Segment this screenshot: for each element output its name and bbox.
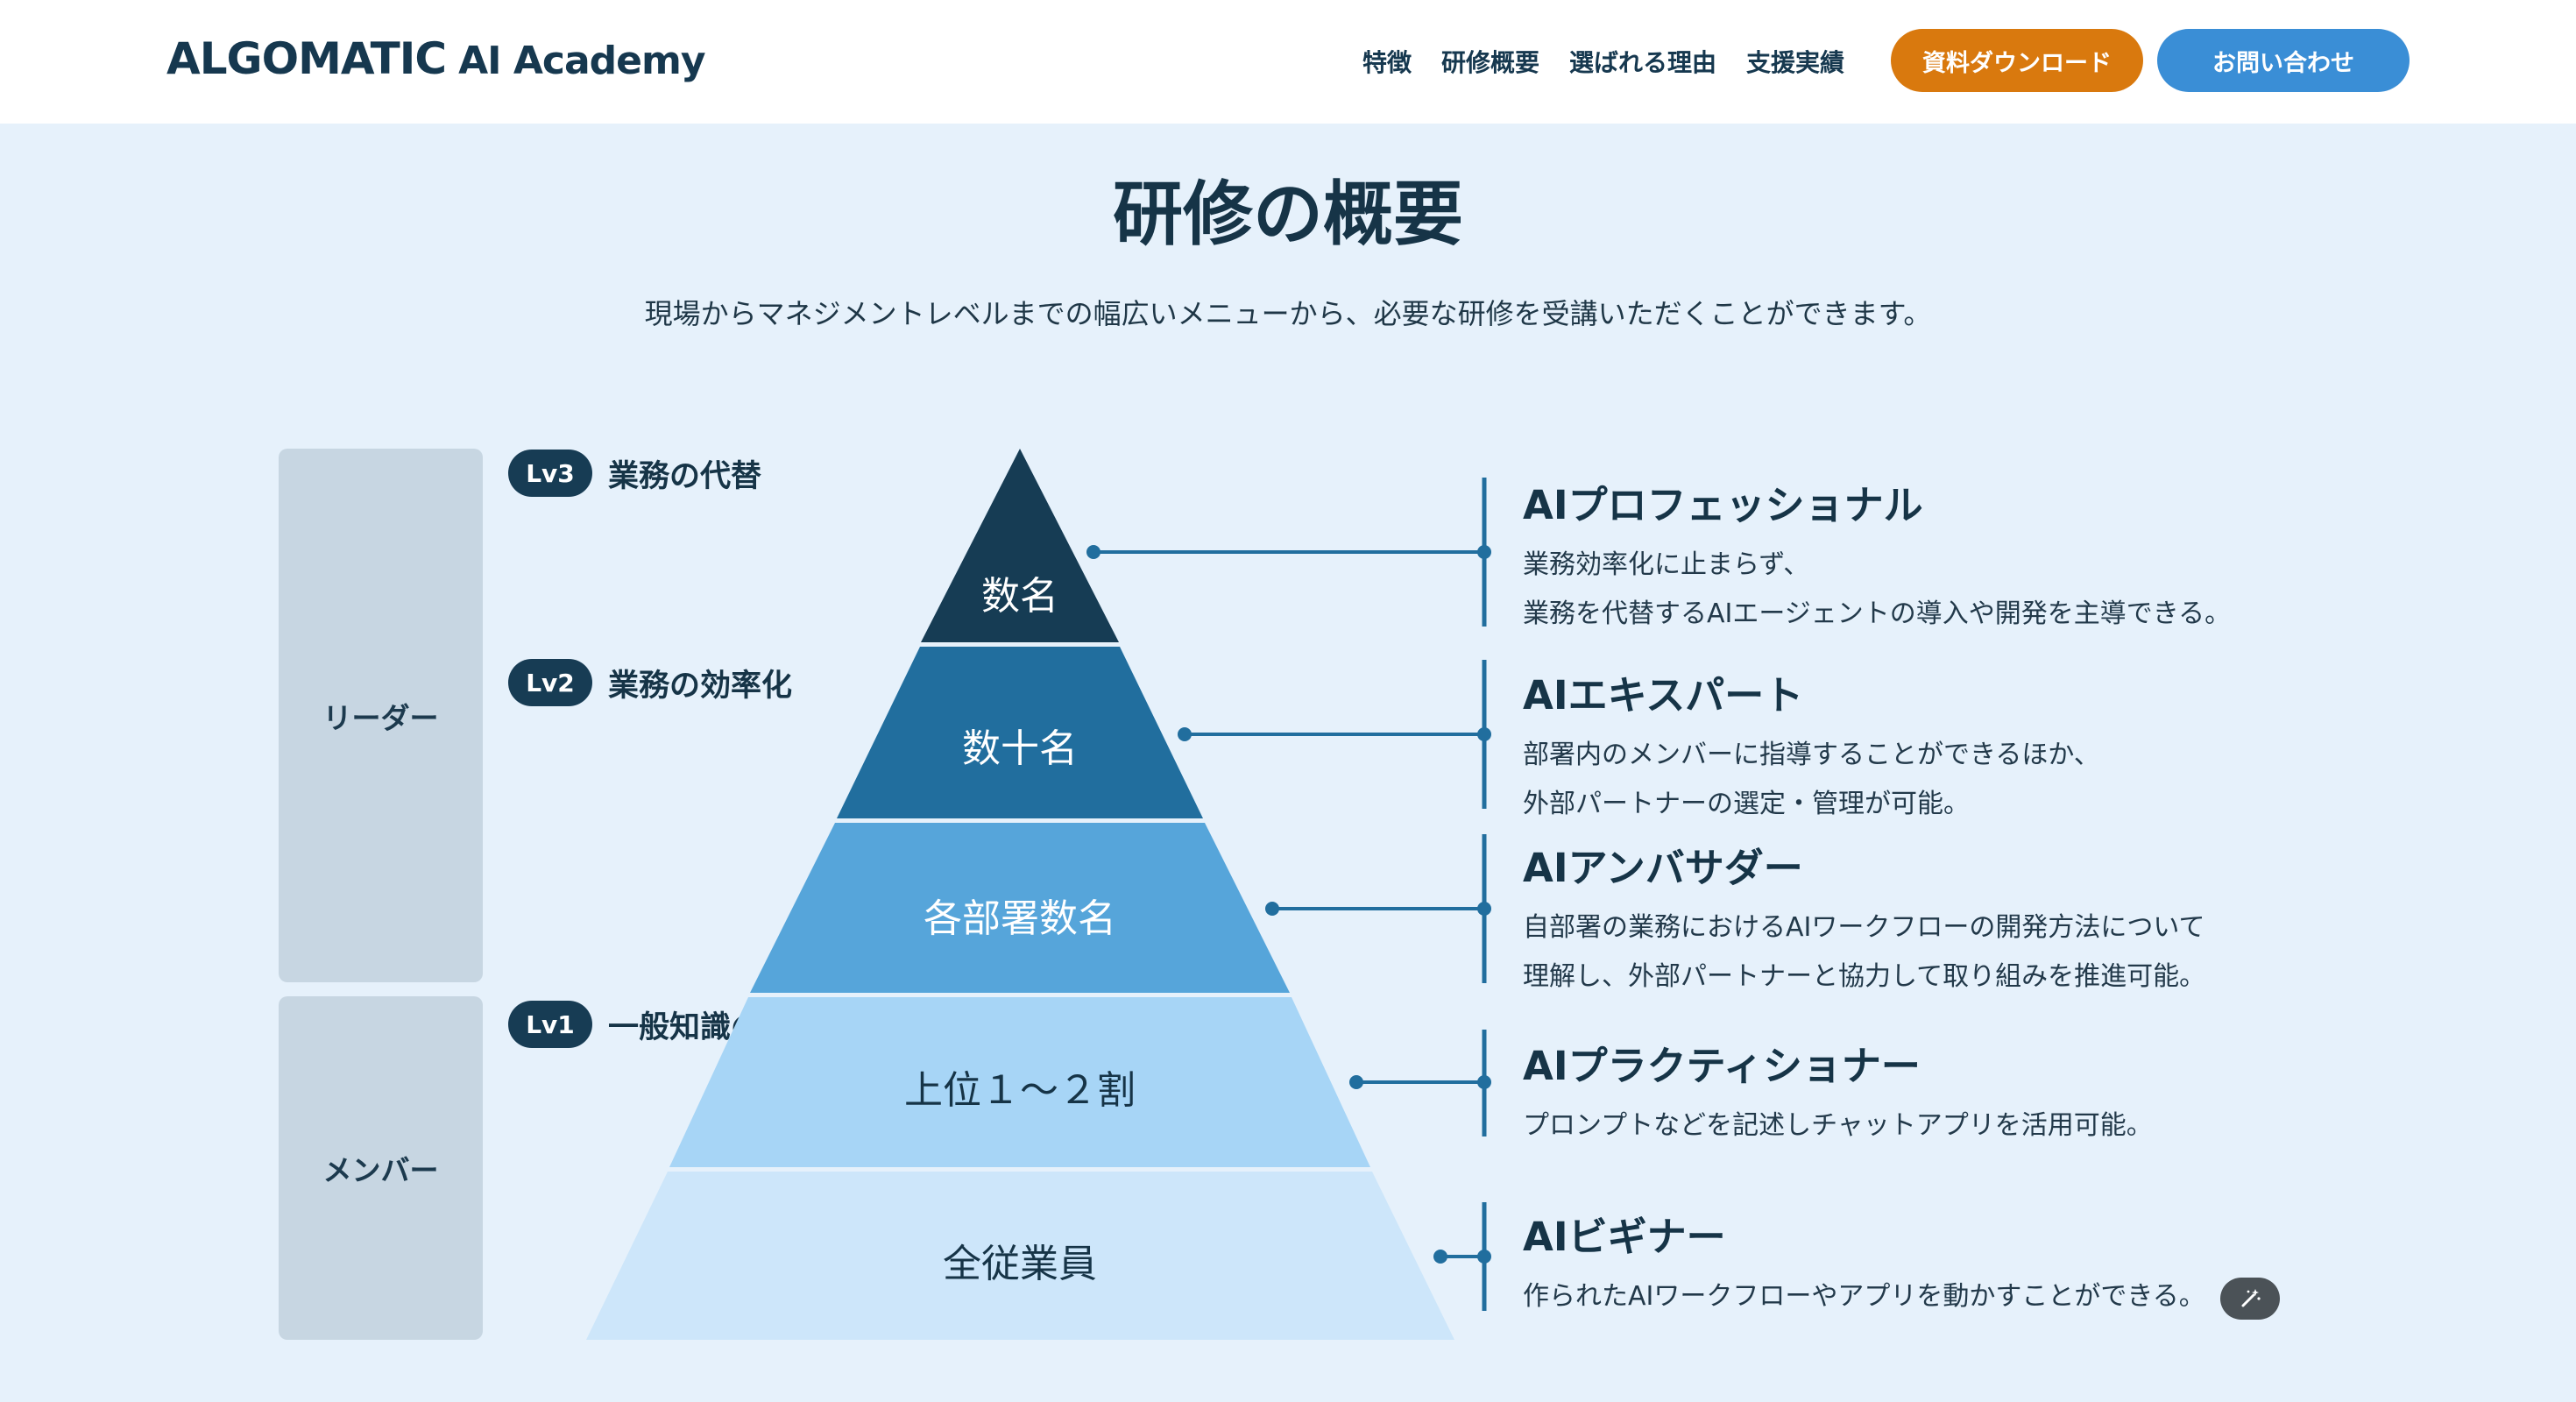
role-ai-beginner: AIビギナー 作られたAIワークフローやアプリを動かすことができる。 [1523, 1205, 2205, 1313]
role-description: 外部パートナーの選定・管理が可能。 [1523, 789, 1970, 819]
level-2: Lv2 業務の効率化 [508, 659, 792, 706]
download-button[interactable]: 資料ダウンロード [1891, 29, 2143, 92]
pyramid-tier-3-label: 各部署数名 [924, 896, 1116, 941]
pyramid-tier-2 [837, 647, 1203, 818]
role-description: 自部署の業務におけるAIワークフローの開発方法について [1523, 912, 2205, 943]
role-ai-professional: AIプロフェッショナル 業務効率化に止まらず、 業務を代替するAIエージェントの… [1523, 473, 2231, 630]
logo-sub: AI Academy [458, 39, 705, 83]
pyramid-tier-1 [921, 449, 1119, 642]
role-description: 理解し、外部パートナーと協力して取り組みを推進可能。 [1523, 961, 2206, 992]
nav-reasons[interactable]: 選ばれる理由 [1569, 48, 1717, 77]
pyramid-tier-5 [586, 1172, 1454, 1340]
contact-button[interactable]: お問い合わせ [2157, 29, 2410, 92]
group-leader-label: リーダー [322, 700, 439, 735]
pyramid-tier-3 [750, 823, 1290, 993]
group-leader: リーダー [279, 449, 483, 982]
role-title: AIプラクティショナー [1523, 1043, 1921, 1089]
level-text: 業務の効率化 [608, 668, 793, 704]
level-badge: Lv3 [508, 450, 592, 497]
group-member: メンバー [279, 996, 483, 1340]
pyramid-tier-4 [669, 997, 1370, 1167]
role-ai-practitioner: AIプラクティショナー プロンプトなどを記述しチャットアプリを活用可能。 [1523, 1034, 2153, 1142]
site-header: ALGOMATIC AI Academy 特徴 研修概要 選ばれる理由 支援実績… [0, 0, 2576, 124]
role-ai-expert: AIエキスパート 部署内のメンバーに指導することができるほか、 外部パートナーの… [1523, 663, 2100, 820]
section-title: 研修の概要 [1113, 173, 1463, 255]
pyramid-tier-5-label: 全従業員 [943, 1242, 1097, 1286]
section-subtitle: 現場からマネジメントレベルまでの幅広いメニューから、必要な研修を受講いただくこと… [644, 297, 1932, 330]
role-ai-ambassador: AIアンバサダー 自部署の業務におけるAIワークフローの開発方法について 理解し… [1523, 836, 2205, 993]
level-3: Lv3 業務の代替 [508, 450, 761, 497]
pyramid-tier-4-label: 上位１〜２割 [904, 1068, 1136, 1113]
connector-lines [1086, 478, 1491, 1311]
role-description: 業務を代替するAIエージェントの導入や開発を主導できる。 [1523, 598, 2232, 629]
main-nav: 特徴 研修概要 選ばれる理由 支援実績 [1362, 44, 1874, 79]
edit-fab-button[interactable] [2220, 1278, 2280, 1320]
role-title: AIプロフェッショナル [1523, 482, 1923, 528]
magic-wand-icon [2241, 1289, 2261, 1307]
nav-results[interactable]: 支援実績 [1746, 48, 1845, 77]
nav-training-overview[interactable]: 研修概要 [1441, 48, 1540, 77]
role-description: 業務効率化に止まらず、 [1523, 549, 1810, 580]
pyramid-tier-1-label: 数名 [981, 574, 1058, 619]
role-title: AIビギナー [1523, 1214, 1726, 1260]
role-description: 作られたAIワークフローやアプリを動かすことができる。 [1523, 1281, 2205, 1312]
pyramid-tier-2-label: 数十名 [962, 726, 1078, 771]
role-description: プロンプトなどを記述しチャットアプリを活用可能。 [1523, 1110, 2153, 1141]
level-badge: Lv2 [508, 659, 592, 706]
level-badge: Lv1 [508, 1001, 592, 1048]
level-text: 業務の代替 [608, 458, 762, 494]
role-description: 部署内のメンバーに指導することができるほか、 [1523, 740, 2100, 770]
role-title: AIエキスパート [1523, 672, 1804, 719]
logo-main: ALGOMATIC [166, 33, 447, 84]
brand-logo[interactable]: ALGOMATIC AI Academy [166, 33, 706, 91]
nav-features[interactable]: 特徴 [1362, 48, 1412, 77]
role-title: AIアンバサダー [1523, 845, 1803, 891]
group-member-label: メンバー [322, 1153, 439, 1187]
